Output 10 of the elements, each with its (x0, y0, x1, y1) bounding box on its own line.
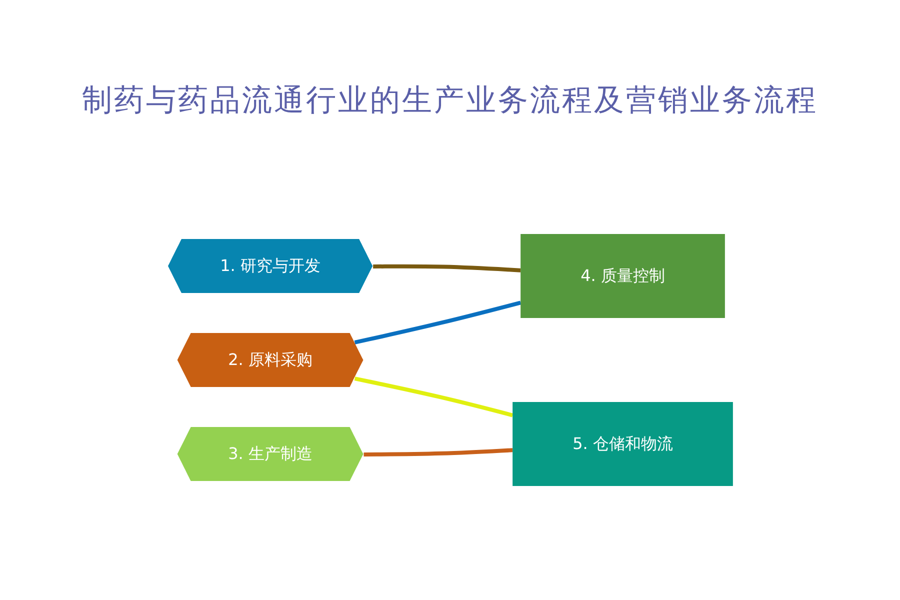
node-box: 1. 研究与开发 (168, 239, 372, 293)
node-box: 2. 原料采购 (176, 333, 363, 387)
connector (354, 300, 521, 344)
connector (354, 376, 513, 418)
node-box: 5. 仓储和物流 (512, 402, 732, 486)
node-box: 4. 质量控制 (520, 234, 724, 318)
diagram-title: 制药与药品流通行业的生产业务流程及营销业务流程 (81, 82, 819, 120)
connector (363, 448, 512, 456)
connector (372, 264, 520, 272)
node-box: 3. 生产制造 (176, 427, 363, 481)
